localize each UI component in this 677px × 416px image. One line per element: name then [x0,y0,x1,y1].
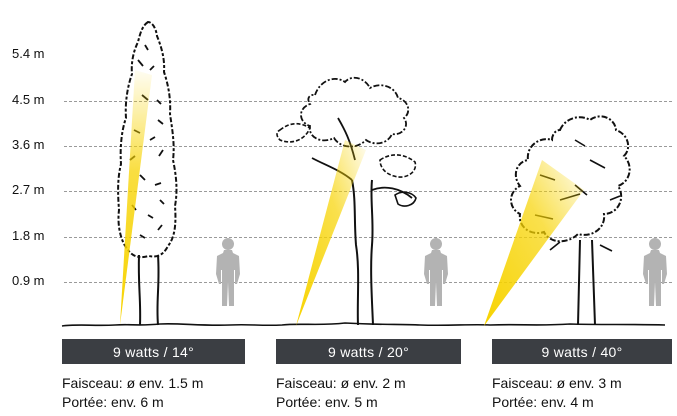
beam-1 [120,70,152,325]
ground-line [62,323,665,326]
person-silhouette-3 [643,238,667,306]
panel-3-beam-text: Faisceau: ø env. 3 m [492,374,622,393]
panel-3-title-bar: 9 watts / 40° [492,339,672,364]
leafy-tree [484,116,630,326]
panel-2-range-text: Portée: env. 5 m [276,393,406,412]
panel-1-range-text: Portée: env. 6 m [62,393,203,412]
panel-3-range-text: Portée: env. 4 m [492,393,622,412]
panel-2-title-bar: 9 watts / 20° [276,339,461,364]
person-silhouette-1 [216,238,240,306]
panel-1-caption: Faisceau: ø env. 1.5 m Portée: env. 6 m [62,374,203,412]
poplar-tree [118,22,176,325]
panel-1-beam-text: Faisceau: ø env. 1.5 m [62,374,203,393]
panel-1-title-bar: 9 watts / 14° [62,339,245,364]
panel-2-beam-text: Faisceau: ø env. 2 m [276,374,406,393]
beam-3 [484,160,584,326]
panel-2-caption: Faisceau: ø env. 2 m Portée: env. 5 m [276,374,406,412]
person-silhouette-2 [424,238,448,306]
panel-3-caption: Faisceau: ø env. 3 m Portée: env. 4 m [492,374,622,412]
pine-tree [277,78,416,326]
